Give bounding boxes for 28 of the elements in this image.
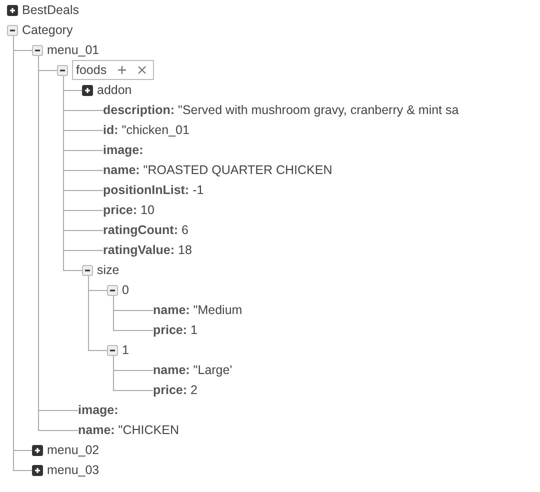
key-value-text: ratingCount: 6 (103, 222, 188, 238)
tree-key-text: foods (76, 62, 107, 78)
key-value-text: id: "chicken_01 (103, 122, 190, 138)
tree-key-text: BestDeals (22, 2, 79, 18)
tree-key-text: addon (97, 82, 132, 98)
key-value-text: image: (78, 402, 118, 418)
tree-key-text: 0 (122, 282, 129, 298)
key-value-text: name: "Medium (153, 302, 242, 318)
key-value-text: price: 2 (153, 382, 198, 398)
key-value-text: name: "ROASTED QUARTER CHICKEN (103, 162, 332, 178)
tree-connector (113, 356, 154, 391)
key-value-text: description: "Served with mushroom gravy, cranberry & mint sa (103, 102, 459, 118)
tree-key-text: menu_01 (47, 42, 100, 58)
key-value-text: name: "CHICKEN (78, 422, 179, 438)
tree-connector (88, 276, 108, 351)
tree-key-text: Category (22, 22, 73, 38)
key-value-text: image: (103, 142, 144, 158)
key-value-text: price: 10 (103, 202, 154, 218)
key-value-text: price: 1 (153, 322, 198, 338)
tree-connector (63, 76, 82, 271)
key-value-text: ratingValue: 18 (103, 242, 192, 258)
tree-key-text: menu_03 (47, 462, 100, 478)
tree-connector (113, 296, 154, 331)
tree-key-text: menu_02 (47, 442, 100, 458)
tree-key-text: size (97, 262, 120, 278)
key-value-text: name: "Large' (153, 362, 232, 378)
key-value-text: positionInList: -1 (103, 182, 204, 198)
tree-key-text: 1 (122, 342, 129, 358)
